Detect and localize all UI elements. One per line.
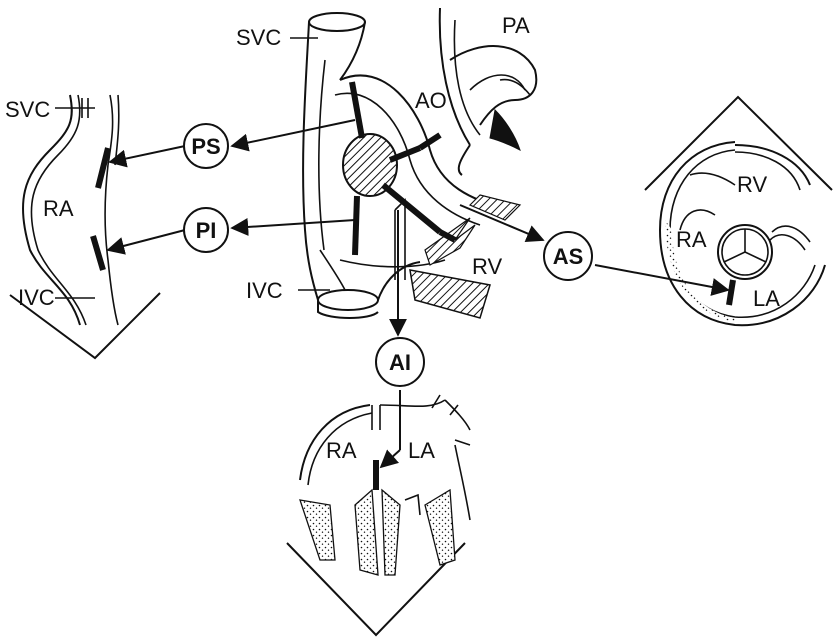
svc-wall-left	[302, 21, 319, 301]
right-view	[644, 95, 833, 327]
label-ra-left: RA	[43, 196, 74, 221]
view-ps-label: PS	[191, 134, 220, 159]
view-as-label: AS	[553, 244, 584, 269]
view-pi-marker: PI	[183, 207, 229, 253]
bottom-view-sector	[286, 542, 466, 637]
left-view-sector	[9, 292, 161, 360]
label-ra-bottom: RA	[326, 438, 357, 463]
ivc-opening	[317, 289, 379, 311]
label-la-bottom: LA	[408, 438, 435, 463]
interatrial-septum	[342, 133, 398, 197]
aortic-valve	[717, 224, 773, 280]
view-pi-label: PI	[196, 218, 217, 243]
label-pa: PA	[502, 13, 530, 38]
label-rv-center: RV	[472, 254, 502, 279]
label-ivc-center: IVC	[246, 278, 283, 303]
right-view-sector	[644, 95, 833, 191]
bottom-view	[286, 394, 471, 637]
rv-wall	[409, 269, 491, 319]
view-ps-marker: PS	[183, 123, 229, 169]
label-rv-right: RV	[737, 172, 767, 197]
svc-opening	[308, 12, 366, 32]
svc-wall-right	[339, 21, 366, 81]
central-heart	[302, 7, 538, 319]
label-ra-right: RA	[676, 227, 707, 252]
view-as-marker: AS	[543, 231, 593, 281]
label-ivc-left: IVC	[18, 285, 55, 310]
label-la-right: LA	[753, 286, 780, 311]
label-ao: AO	[415, 88, 447, 113]
label-svc-top: SVC	[236, 25, 281, 50]
aorta-wall	[438, 7, 471, 146]
view-ai-marker: AI	[375, 337, 425, 387]
view-ai-label: AI	[389, 350, 411, 375]
label-svc-left: SVC	[5, 97, 50, 122]
left-view	[9, 94, 161, 360]
heart-contour	[339, 74, 511, 211]
leader-lines	[290, 37, 330, 291]
arrows	[106, 119, 730, 469]
pulmonary-artery	[449, 45, 538, 126]
